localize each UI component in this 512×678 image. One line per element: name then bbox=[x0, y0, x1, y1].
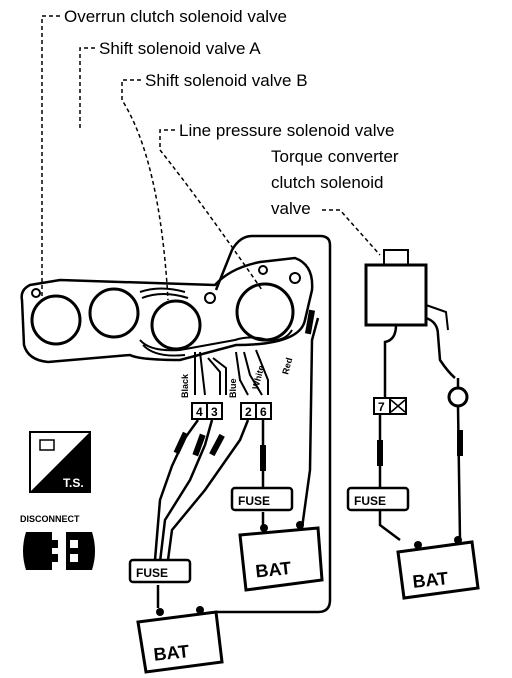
disconnect-text: DISCONNECT bbox=[20, 514, 80, 524]
solenoid-assembly bbox=[20, 256, 314, 364]
probe-tips bbox=[173, 309, 316, 471]
terminal-4: 4 bbox=[196, 405, 203, 419]
terminal-7: 7 bbox=[378, 400, 385, 414]
overrun-clutch-label: Overrun clutch solenoid valve bbox=[64, 7, 287, 26]
battery-middle: BAT bbox=[238, 521, 324, 592]
connector-left: 4 3 bbox=[191, 402, 223, 420]
tcc-solenoid: 7 bbox=[364, 249, 469, 415]
wire-white-label: White bbox=[250, 364, 266, 390]
trouble-shooting-icon: T.S. bbox=[29, 431, 91, 493]
line-pressure-label: Line pressure solenoid valve bbox=[179, 121, 394, 140]
terminal-3: 3 bbox=[211, 405, 218, 419]
shift-solenoid-a-label: Shift solenoid valve A bbox=[99, 39, 261, 58]
battery-right: BAT bbox=[396, 536, 480, 600]
harness-on-plate bbox=[139, 287, 293, 357]
fuse-right: FUSE bbox=[346, 486, 410, 512]
tcc-label-line2: clutch solenoid bbox=[271, 173, 383, 192]
battery-label-bottom: BAT bbox=[153, 641, 191, 665]
tcc-label-line3: valve bbox=[271, 199, 311, 218]
battery-label-right: BAT bbox=[412, 568, 450, 592]
battery-label-middle: BAT bbox=[255, 558, 293, 582]
probe-leads bbox=[153, 234, 332, 614]
ts-text: T.S. bbox=[63, 476, 84, 490]
solenoid-overrun bbox=[30, 294, 82, 346]
connector-right: 2 6 bbox=[240, 402, 272, 420]
shift-solenoid-b-label: Shift solenoid valve B bbox=[145, 71, 308, 90]
wire-blue-label: Blue bbox=[228, 378, 238, 398]
fuse-upper-left: FUSE bbox=[230, 486, 294, 512]
disconnect-icon: DISCONNECT bbox=[20, 514, 95, 570]
solenoid-shift-a bbox=[88, 287, 140, 339]
tcc-probe-tips bbox=[377, 430, 463, 466]
fuse-label-3: FUSE bbox=[354, 494, 386, 508]
harness-wires bbox=[194, 349, 269, 396]
wire-black-label: Black bbox=[180, 373, 190, 398]
wire-red-label: Red bbox=[280, 356, 294, 375]
fuse-lower-left: FUSE bbox=[128, 558, 192, 584]
terminal-6: 6 bbox=[260, 405, 267, 419]
fuse-label-2: FUSE bbox=[136, 566, 168, 580]
battery-bottom: BAT bbox=[136, 606, 224, 674]
terminal-2: 2 bbox=[245, 405, 252, 419]
tcc-probe-leads bbox=[378, 405, 462, 541]
tcc-label-line1: Torque converter bbox=[271, 147, 399, 166]
solenoid-shift-b bbox=[150, 299, 202, 351]
solenoid-line-pressure bbox=[235, 282, 295, 342]
fuse-label-1: FUSE bbox=[238, 494, 270, 508]
